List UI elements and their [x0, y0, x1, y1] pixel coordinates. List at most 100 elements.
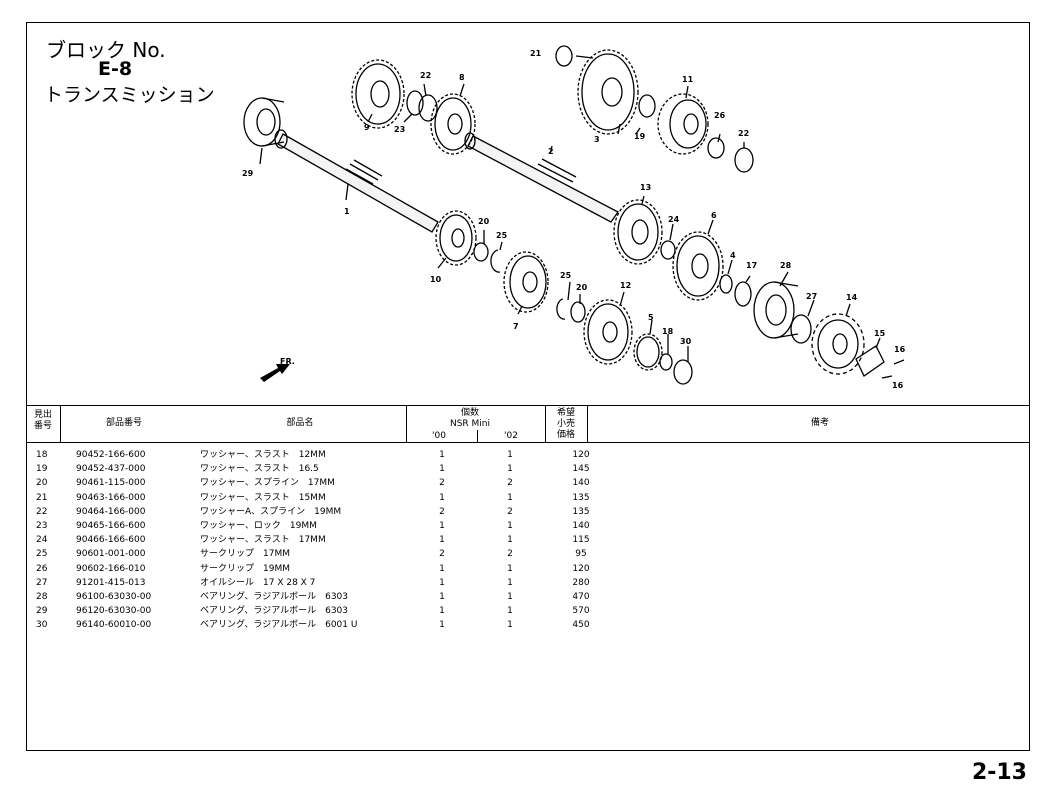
- cell-qty-02: 1: [507, 591, 513, 602]
- cell-price: 470: [572, 591, 590, 602]
- callout: 22: [738, 129, 749, 138]
- circlip-26: [707, 137, 725, 159]
- cell-qty-02: 2: [507, 506, 513, 517]
- cell-price: 145: [572, 464, 590, 475]
- callout: 30: [680, 337, 692, 346]
- cell-price: 570: [572, 606, 590, 617]
- callout: 4: [730, 251, 736, 260]
- gear-11: [657, 93, 709, 155]
- callout: 21: [530, 49, 542, 58]
- gear-10: [435, 210, 477, 266]
- callout: 28: [780, 261, 792, 270]
- gear-7: [503, 251, 549, 313]
- gear-6: [672, 231, 724, 301]
- cell-ref-no: 18: [36, 450, 48, 460]
- cell-qty-02: 1: [507, 492, 513, 503]
- page-frame: [26, 22, 1030, 751]
- cell-ref-no: 29: [36, 606, 48, 617]
- cell-price: 115: [572, 535, 590, 546]
- callout: 24: [668, 215, 680, 224]
- callout: 13: [640, 183, 651, 192]
- callout: 20: [478, 217, 490, 226]
- cell-price: 280: [572, 577, 590, 588]
- cell-qty-02: 1: [507, 464, 513, 475]
- table-top-rule: [26, 405, 1030, 406]
- cell-qty-02: 2: [507, 549, 513, 560]
- cell-ref-no: 21: [36, 492, 48, 503]
- gear-9: [351, 59, 405, 129]
- cell-ref-no: 24: [36, 535, 48, 546]
- direction-label: FR.: [280, 357, 295, 366]
- cell-part-no: 90452-166-600: [76, 450, 146, 460]
- callout: 22: [420, 71, 431, 80]
- callout: 9: [364, 123, 370, 132]
- header-ref-no: 見出 番号: [33, 410, 52, 431]
- cell-ref-no: 30: [36, 620, 48, 631]
- cell-qty-00: 1: [439, 563, 445, 574]
- bearing-30: [673, 359, 693, 385]
- washer-22-b: [734, 147, 754, 173]
- callout: 7: [513, 322, 519, 331]
- column-rule: [587, 406, 588, 442]
- washer-23: [406, 90, 424, 116]
- callout: 16: [894, 345, 906, 354]
- callout: 18: [662, 327, 674, 336]
- cell-qty-02: 1: [507, 520, 513, 531]
- cell-part-name: ワッシャー、スラスト 15MM: [200, 492, 326, 503]
- bearing-29: [243, 97, 285, 147]
- cell-ref-no: 22: [36, 506, 48, 517]
- callout: 6: [711, 211, 717, 220]
- callout: 1: [344, 207, 350, 216]
- block-code: E-8: [98, 58, 133, 80]
- cell-part-no: 91201-415-013: [76, 577, 146, 588]
- cell-part-no: 90464-166-000: [76, 506, 146, 517]
- callout: 25: [496, 231, 508, 240]
- gear-3: [577, 49, 639, 135]
- callout: 27: [806, 292, 817, 301]
- callout: 17: [746, 261, 757, 270]
- washer-19: [638, 94, 656, 118]
- page-number: 2-13: [971, 760, 1027, 785]
- cell-qty-00: 1: [439, 492, 445, 503]
- bearing-28: [753, 281, 799, 339]
- column-rule: [477, 430, 478, 442]
- cell-part-name: ベアリング、ラジアルボール 6303: [200, 606, 349, 617]
- header-model: NSR Mini: [449, 419, 491, 429]
- cell-part-no: 90463-166-000: [76, 492, 146, 503]
- callout: 29: [242, 169, 254, 178]
- column-rule: [406, 406, 407, 442]
- cell-ref-no: 28: [36, 591, 48, 602]
- cell-part-no: 96100-63030-00: [76, 591, 152, 602]
- cell-price: 450: [572, 620, 590, 631]
- parts-diagram: FR. 1 2 3 4 5 6 7 8 9 10 11 12 13 14 15 …: [242, 45, 906, 390]
- header-year-02: '02: [504, 431, 518, 441]
- cell-ref-no: 26: [36, 563, 48, 574]
- cell-price: 140: [572, 478, 590, 489]
- cell-price: 120: [572, 450, 590, 460]
- cell-qty-02: 1: [507, 450, 513, 460]
- callout: 3: [594, 135, 600, 144]
- column-rule: [60, 406, 61, 442]
- cell-ref-no: 20: [36, 478, 48, 489]
- cell-qty-00: 1: [439, 450, 445, 460]
- washer-20-b: [570, 301, 586, 323]
- header-price: 希望 小売 価格: [556, 408, 575, 440]
- cell-price: 140: [572, 520, 590, 531]
- washer-18: [659, 353, 673, 371]
- cell-part-name: ワッシャー、スラスト 16.5: [200, 464, 319, 475]
- cell-part-name: ワッシャー、スプライン 17MM: [200, 478, 335, 489]
- callout: 11: [682, 75, 694, 84]
- callout: 15: [874, 329, 886, 338]
- direction-arrow: FR.: [260, 357, 295, 382]
- washer-21: [555, 45, 573, 67]
- circlip-25: [490, 249, 501, 273]
- callout: 8: [459, 73, 465, 82]
- callout: 5: [648, 313, 654, 322]
- column-rule: [545, 406, 546, 442]
- circlip-25-b: [556, 298, 566, 320]
